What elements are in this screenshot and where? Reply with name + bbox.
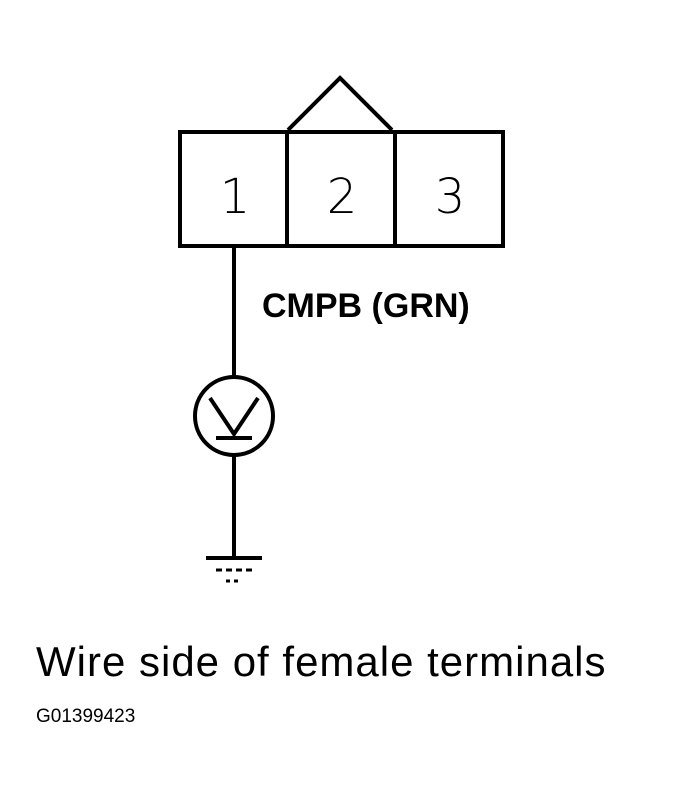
ground-icon (206, 556, 262, 583)
pin-number-1: 1 (220, 169, 251, 225)
connector-lock-tab (286, 75, 394, 132)
connector-pin-cell-2 (285, 130, 397, 248)
figure-id: G01399423 (36, 706, 136, 727)
voltmeter-icon (193, 375, 275, 457)
pin-number-2: 2 (327, 169, 358, 225)
connector-label: CMPB (GRN) (262, 287, 470, 325)
connector-body: 1 2 3 (178, 130, 505, 248)
pin-number-3: 3 (435, 169, 466, 225)
connector-pin-cell-3 (393, 130, 505, 248)
diagram-caption: Wire side of female terminals (36, 638, 607, 685)
